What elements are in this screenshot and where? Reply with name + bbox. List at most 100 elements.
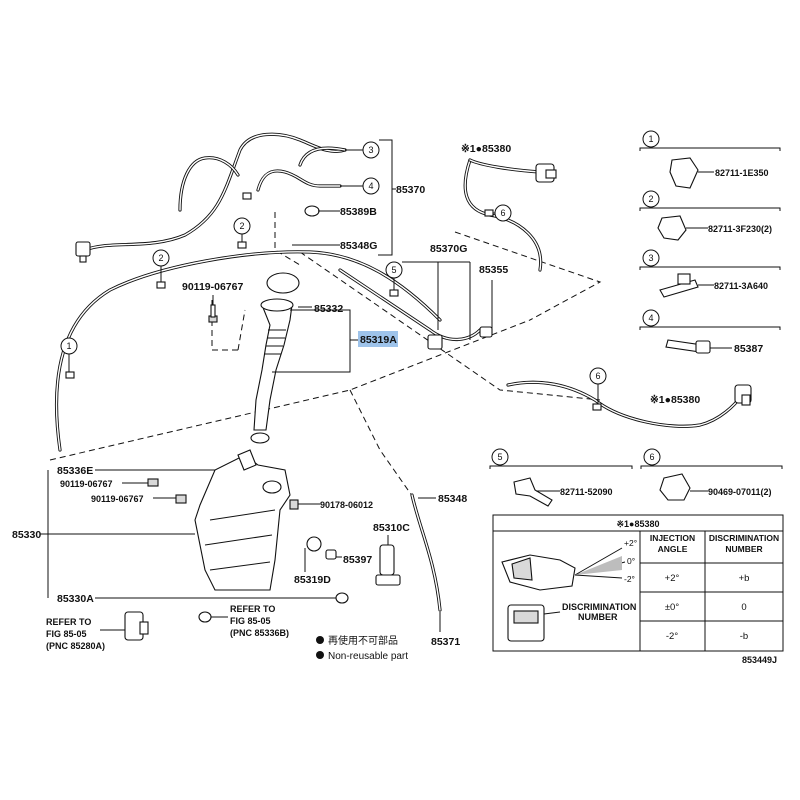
svg-text:4: 4	[648, 313, 653, 323]
filler-pipe-85319A	[253, 298, 294, 431]
clip-82711-1E350-icon	[669, 157, 699, 189]
callout-3: 3	[345, 141, 380, 159]
svg-text:1: 1	[66, 341, 71, 351]
label-85319D: 85319D	[294, 574, 331, 586]
row-num-3: -b	[740, 631, 748, 642]
bolt-90119-mid	[147, 478, 159, 487]
row-num-2: 0	[741, 602, 746, 613]
dashed-guides	[49, 212, 602, 501]
svg-text:1: 1	[648, 134, 653, 144]
legend-part-1: 82711-1E350	[715, 168, 769, 178]
svg-text:2: 2	[239, 221, 244, 231]
seal-85397	[306, 536, 337, 560]
label-85330: 85330	[12, 529, 41, 541]
label-85319A: 85319A	[360, 334, 397, 346]
label-85330A: 85330A	[57, 593, 94, 605]
callout-5: 5	[385, 261, 403, 290]
grommet-85336B	[198, 611, 212, 623]
label-85380-right: ※1●85380	[650, 394, 700, 406]
bolt-90119-top	[208, 304, 218, 323]
legend: 1 82711-1E350 2 82711-3F230(2) 3 82711-3…	[489, 130, 783, 507]
svg-text:3: 3	[648, 253, 653, 263]
svg-text:4: 4	[368, 181, 373, 191]
grommet	[250, 432, 270, 444]
hose-assembly-main	[54, 132, 744, 612]
svg-text:5: 5	[391, 265, 396, 275]
callout-6a: 6	[493, 204, 512, 222]
nozzle-85380-right	[734, 384, 752, 406]
bullet-jp	[316, 636, 324, 644]
label-85389B: 85389B	[340, 206, 377, 218]
svg-text:6: 6	[500, 208, 505, 218]
row-angle-2: ±0°	[665, 602, 679, 613]
ref-b-line1: REFER TO	[230, 604, 275, 614]
connector-85370G	[427, 326, 493, 350]
callout-2b: 2	[233, 217, 251, 242]
clip-82711-3F230-icon	[657, 215, 687, 241]
row-num-1: +b	[739, 573, 750, 584]
label-85332: 85332	[314, 303, 343, 315]
connector-left	[75, 241, 91, 263]
legend-part-4: 85387	[734, 343, 763, 355]
label-85348: 85348	[438, 493, 467, 505]
callout-6b: 6	[589, 367, 607, 404]
label-90178: 90178-06012	[320, 500, 373, 510]
label-85348G: 85348G	[340, 240, 377, 252]
nozzle-85380-top	[535, 163, 557, 183]
row-angle-1: +2°	[665, 573, 680, 584]
label-90119-c: 90119-06767	[91, 494, 144, 504]
nozzle-illustration: +2° 0° -2° DISCRIMINATION NUMBER	[501, 538, 637, 642]
label-85370: 85370	[396, 184, 425, 196]
ref-b-line2: FIG 85-05	[230, 616, 271, 626]
injection-angle-table: ※1●85380 INJECTION ANGLE DISCRIMINATION …	[492, 514, 784, 652]
washer-tank-85330	[194, 449, 291, 591]
figure-number: 853449J	[742, 655, 777, 665]
nozzle-85389B	[304, 205, 320, 217]
pump-85310C	[375, 544, 401, 586]
mark-plus2: +2°	[624, 538, 637, 548]
label-90119-a: 90119-06767	[182, 281, 243, 293]
motor-85280A	[124, 611, 149, 641]
svg-text:2: 2	[648, 194, 653, 204]
clip-90178	[289, 499, 299, 510]
note-en: Non-reusable part	[328, 651, 408, 662]
clip-90469-07011-icon	[659, 473, 691, 501]
grommet-85330A	[335, 592, 349, 604]
ref-a-line3: (PNC 85280A)	[46, 641, 105, 651]
label-85380-top: ※1●85380	[461, 143, 511, 155]
disc-label-1: DISCRIMINATION	[562, 602, 636, 612]
label-85397: 85397	[343, 554, 372, 566]
label-85371: 85371	[431, 636, 460, 648]
callout-1: 1	[60, 337, 78, 372]
svg-text:5: 5	[497, 452, 502, 462]
mark-zero: 0°	[627, 556, 635, 566]
label-85370G: 85370G	[430, 243, 467, 255]
cap-85332	[266, 272, 300, 294]
bolt-90119-low	[175, 494, 187, 504]
label-85336E: 85336E	[57, 465, 93, 477]
note-jp: 再使用不可部品	[328, 634, 398, 647]
col-discrimination-number: DISCRIMINATION NUMBER	[708, 533, 780, 554]
svg-text:6: 6	[649, 452, 654, 462]
labels: 85370 85389B 85348G ※1●85380 85370G 8535…	[12, 139, 700, 662]
legend-part-5: 82711-52090	[560, 487, 613, 497]
svg-text:3: 3	[368, 145, 373, 155]
col-injection-angle: INJECTION ANGLE	[649, 533, 696, 554]
ref-a-line1: REFER TO	[46, 617, 91, 627]
label-85355: 85355	[479, 264, 508, 276]
legend-part-3: 82711-3A640	[714, 281, 768, 291]
ref-b-line3: (PNC 85336B)	[230, 628, 289, 638]
bullet-en	[316, 651, 324, 659]
svg-text:2: 2	[158, 253, 163, 263]
table-title: ※1●85380	[616, 519, 659, 529]
callout-2a: 2	[152, 249, 170, 282]
mark-minus2: -2°	[624, 574, 635, 584]
svg-text:6: 6	[595, 371, 600, 381]
label-85310C: 85310C	[373, 522, 410, 534]
clip-82711-52090-icon	[513, 477, 553, 507]
ref-a-line2: FIG 85-05	[46, 629, 87, 639]
legend-part-2: 82711-3F230(2)	[708, 224, 772, 234]
legend-part-6: 90469-07011(2)	[708, 487, 772, 497]
row-angle-3: -2°	[666, 631, 678, 642]
